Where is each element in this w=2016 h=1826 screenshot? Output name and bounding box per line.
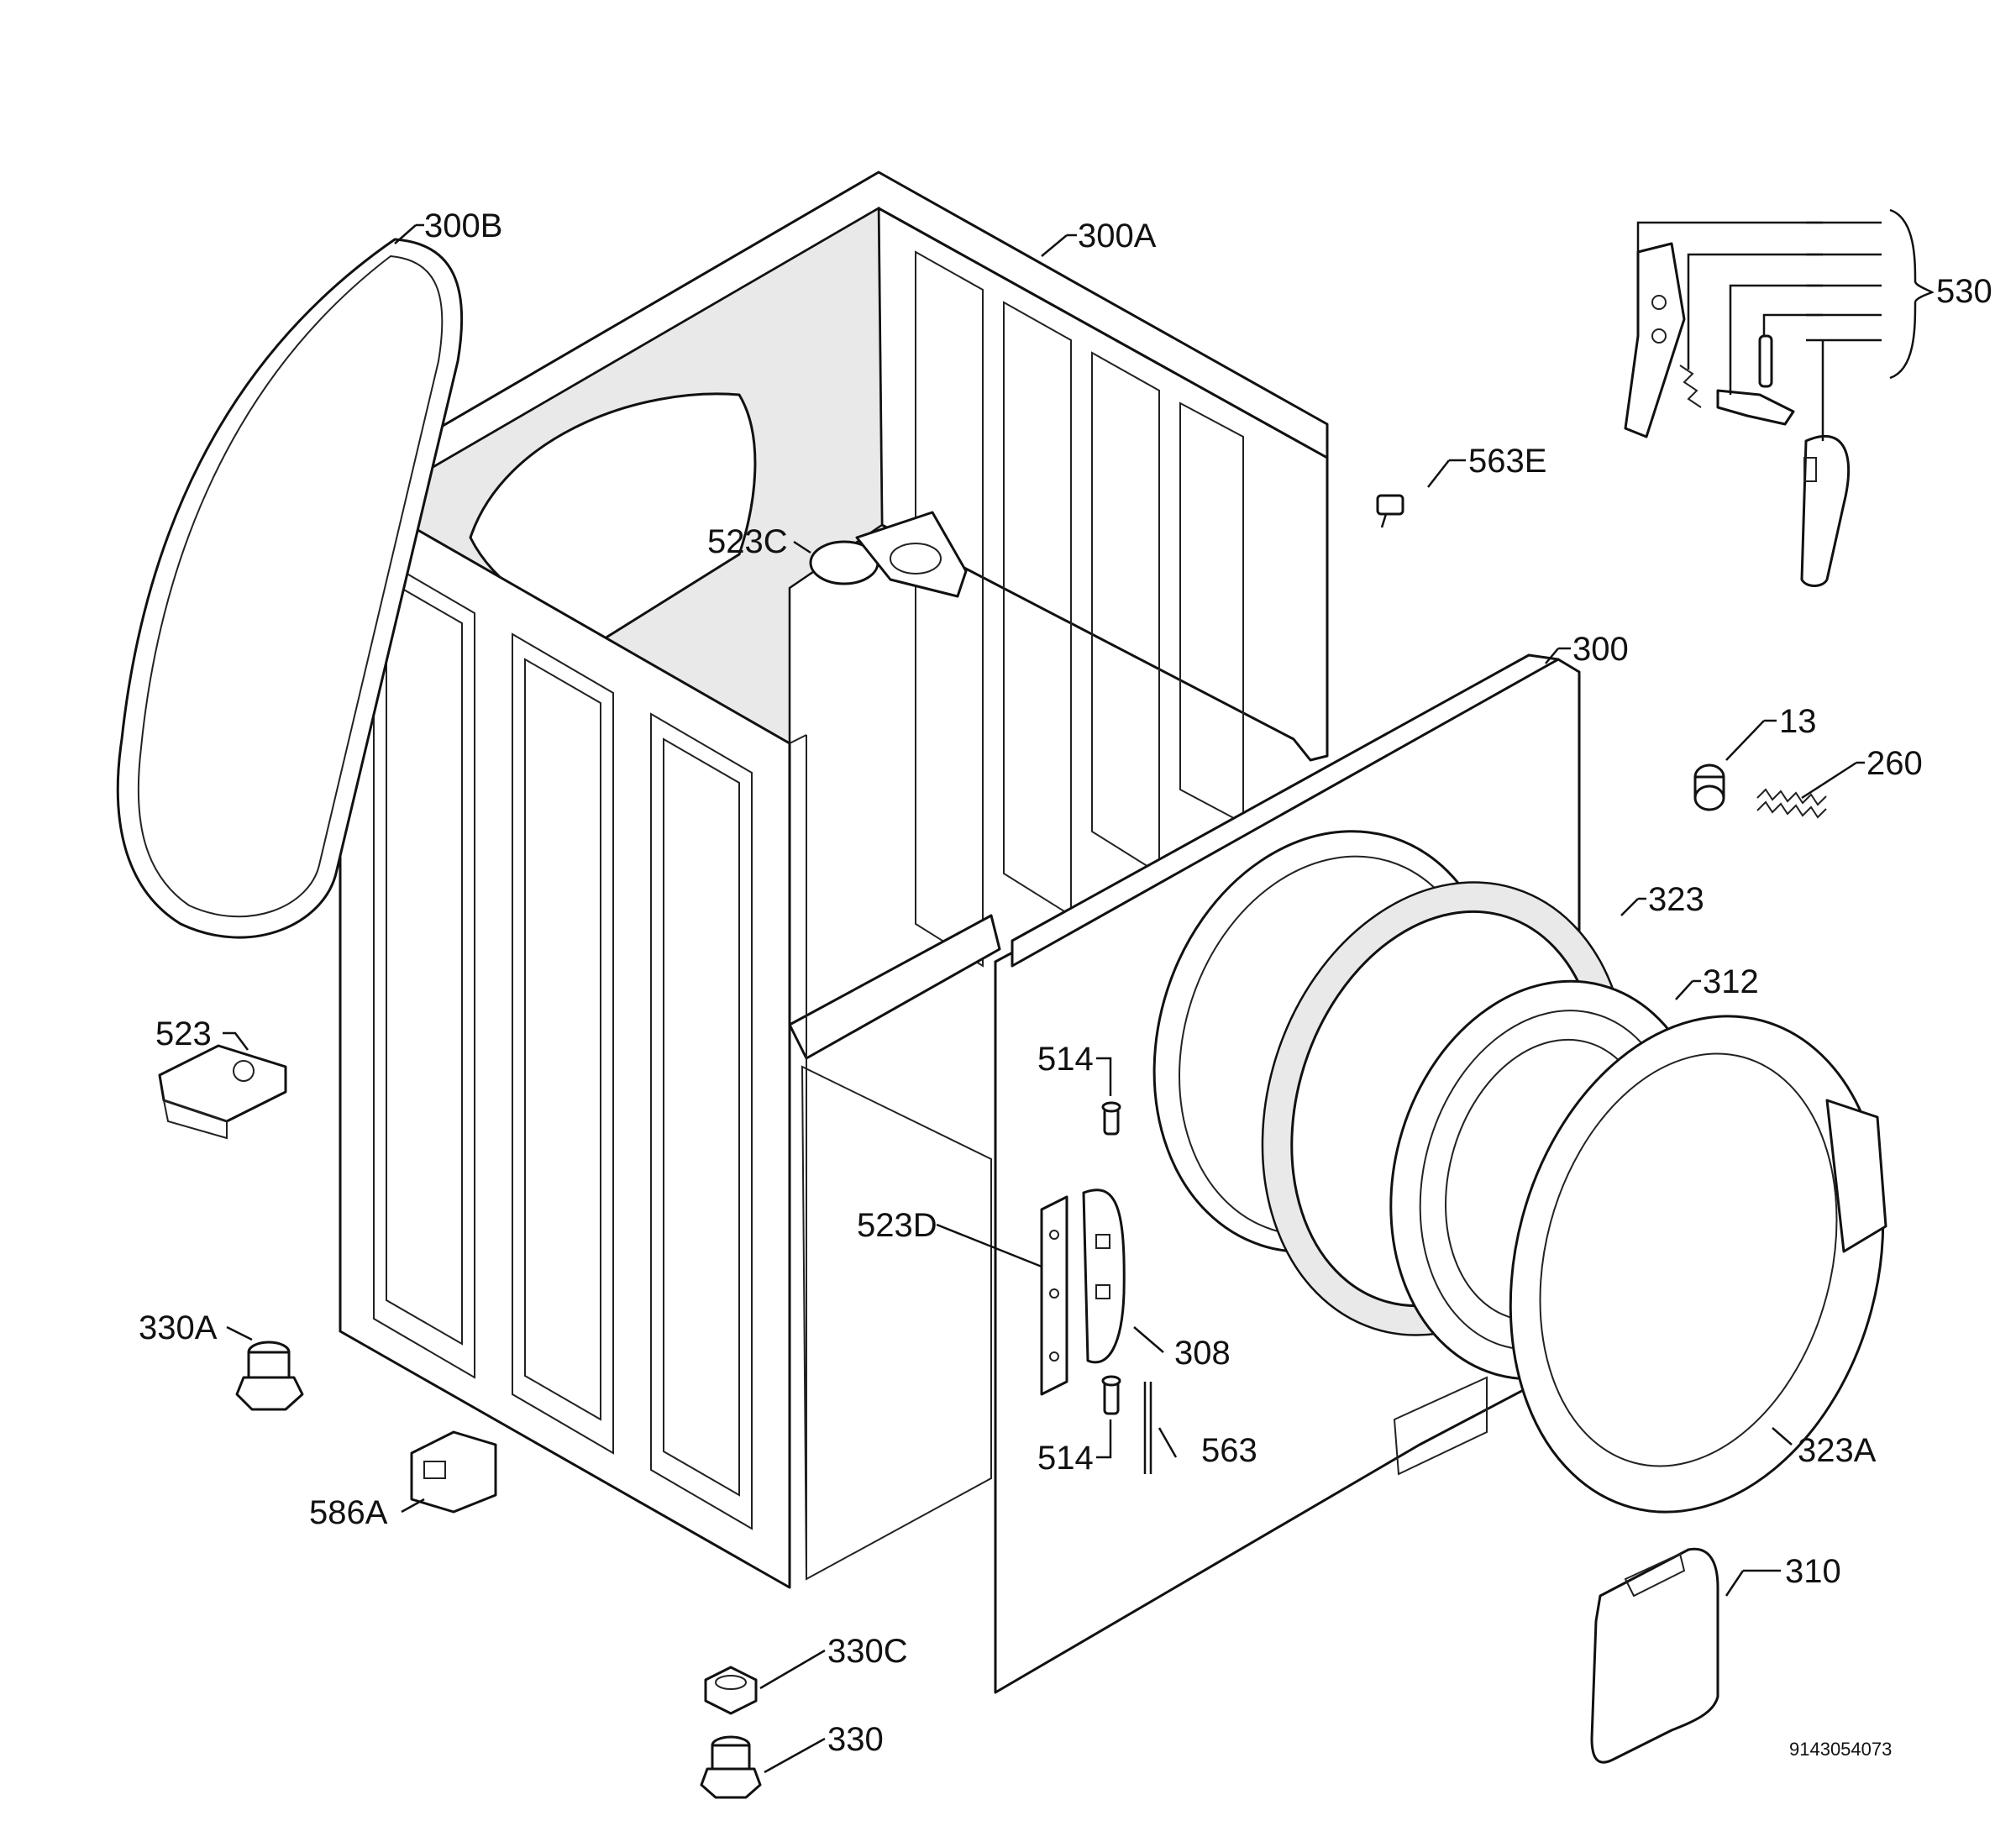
- label-563E: 563E: [1468, 443, 1546, 480]
- label-330: 330: [827, 1721, 884, 1758]
- label-523C: 523C: [707, 523, 788, 560]
- diagram-code: 9143054073: [1789, 1739, 1892, 1760]
- label-563: 563: [1201, 1432, 1257, 1469]
- part-530-hook: [1716, 389, 1795, 426]
- part-530-handle: [1800, 435, 1851, 587]
- left-panel-1-inner: [386, 578, 463, 1346]
- label-523D: 523D: [857, 1207, 937, 1244]
- label-330A: 330A: [139, 1309, 218, 1346]
- rear-ring-inner: [137, 254, 444, 918]
- cabinet-300A: [339, 171, 1329, 1589]
- left-panel-2: [512, 632, 614, 1455]
- left-panel-3: [650, 712, 753, 1530]
- label-530: 530: [1936, 273, 1992, 310]
- label-586A: 586A: [309, 1494, 388, 1531]
- pin-514-bottom: [1101, 1375, 1121, 1415]
- front-panel-slot: [1393, 1376, 1488, 1476]
- part-310: [1590, 1547, 1719, 1764]
- part-308: [1082, 1188, 1126, 1364]
- right-panel-1: [915, 250, 984, 968]
- label-13: 13: [1779, 703, 1817, 740]
- left-panel-3-inner: [663, 737, 740, 1497]
- part-13: [1693, 763, 1725, 811]
- part-330: [700, 1735, 762, 1799]
- part-563E: [1376, 494, 1404, 528]
- label-308: 308: [1174, 1335, 1231, 1372]
- left-panel-2-inner: [524, 658, 601, 1421]
- door-outer-323A: [1509, 1015, 1887, 1514]
- label-310: 310: [1785, 1553, 1841, 1590]
- left-panel-1: [373, 553, 475, 1379]
- label-523: 523: [155, 1015, 212, 1052]
- label-300: 300: [1572, 631, 1629, 668]
- part-530-lever: [1624, 242, 1686, 438]
- label-300A: 300A: [1078, 218, 1157, 254]
- part-330C: [704, 1666, 758, 1715]
- part-530-spring-clip: [1679, 365, 1702, 408]
- label-300B: 300B: [424, 207, 502, 244]
- label-312: 312: [1703, 963, 1759, 1000]
- part-586A: [410, 1430, 497, 1514]
- cabinet-base-inner: [801, 1065, 992, 1581]
- front-edge: [789, 734, 807, 744]
- label-260: 260: [1866, 745, 1923, 782]
- part-523C: [809, 511, 968, 598]
- rear-ring-300B: [116, 238, 464, 939]
- cabinet-right-wall: [877, 207, 1329, 762]
- label-514-top: 514: [1037, 1041, 1094, 1078]
- cabinet-base-rail: [788, 914, 1001, 1060]
- part-523: [158, 1044, 287, 1140]
- part-260-spring: [1756, 788, 1827, 819]
- label-323A: 323A: [1798, 1432, 1877, 1469]
- part-530-pin: [1758, 334, 1773, 388]
- pin-514-top: [1101, 1101, 1121, 1136]
- leader-lines: [223, 208, 1935, 1774]
- label-323: 323: [1648, 881, 1704, 918]
- cabinet-left-wall: [339, 484, 791, 1589]
- part-330A: [235, 1341, 304, 1411]
- label-330C: 330C: [827, 1633, 908, 1670]
- part-523D: [1040, 1195, 1068, 1396]
- label-514-bottom: 514: [1037, 1440, 1094, 1477]
- front-panel-top-lip: [1011, 653, 1560, 968]
